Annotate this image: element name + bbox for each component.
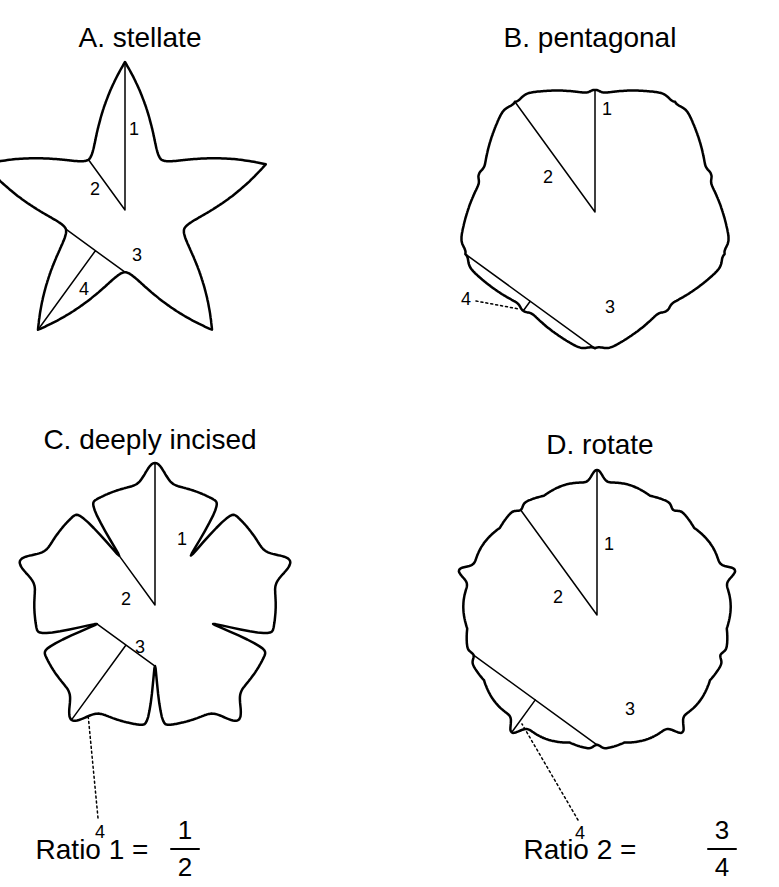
callout-number: 2 xyxy=(90,180,100,200)
fraction-digit: 2 xyxy=(178,853,192,882)
measure-lines xyxy=(38,62,125,330)
leader-line xyxy=(88,714,98,818)
figure-title: D. rotate xyxy=(546,430,653,461)
fraction-digit: 4 xyxy=(715,853,729,882)
callout-number: 2 xyxy=(543,168,553,188)
callout-number: 2 xyxy=(553,588,563,608)
callout-number: 1 xyxy=(129,120,139,140)
ratio-label: Ratio 2 = xyxy=(524,835,637,866)
fraction-digit: 3 xyxy=(715,816,729,845)
leader-line xyxy=(476,301,519,309)
callout-number: 3 xyxy=(132,246,142,266)
callout-number: 4 xyxy=(461,290,471,310)
measure-lines xyxy=(465,90,595,348)
leader-line xyxy=(522,724,578,820)
stellate-outline xyxy=(0,62,266,330)
callout-number: 3 xyxy=(135,638,145,658)
callout-number: 3 xyxy=(605,298,615,318)
callout-number: 1 xyxy=(177,530,187,550)
callout-number: 4 xyxy=(79,280,89,300)
callout-number: 3 xyxy=(625,700,635,720)
rotate-outline xyxy=(459,470,735,748)
fraction-digit: 1 xyxy=(178,816,192,845)
fraction-bar xyxy=(708,848,736,850)
callout-number: 1 xyxy=(604,535,614,555)
fraction-bar xyxy=(171,848,199,850)
callout-number: 1 xyxy=(602,100,612,120)
figure-title: B. pentagonal xyxy=(504,23,677,54)
measure-lines xyxy=(72,463,156,720)
figure-title: C. deeply incised xyxy=(43,425,256,456)
callout-number: 2 xyxy=(121,590,131,610)
ratio-label: Ratio 1 = xyxy=(36,835,149,866)
pentagonal-outline xyxy=(462,90,729,348)
measure-lines xyxy=(474,470,597,745)
incised-outline xyxy=(20,463,291,725)
figure-title: A. stellate xyxy=(79,23,202,54)
